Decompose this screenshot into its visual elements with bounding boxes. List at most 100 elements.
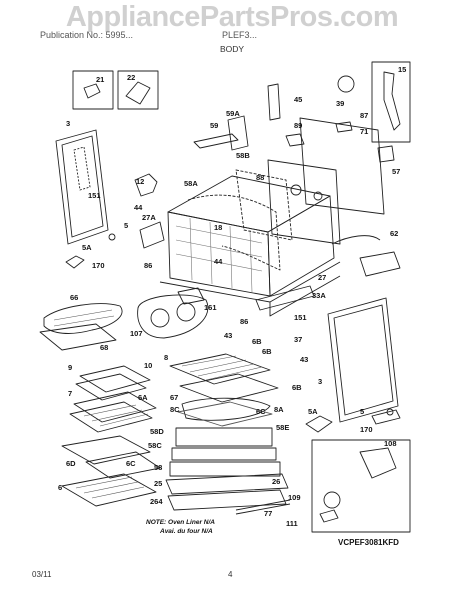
callout-9: 9 <box>68 363 72 372</box>
callout-27a: 27A <box>142 213 156 222</box>
callout-57: 57 <box>392 167 400 176</box>
bake-element-66-coil <box>53 309 115 327</box>
oven-cavity-grid <box>175 217 263 293</box>
callout-151-right: 151 <box>294 313 307 322</box>
callout-109: 109 <box>288 493 301 502</box>
insulation-58a <box>187 194 281 271</box>
bracket-111 <box>319 509 339 523</box>
callout-43-a: 43 <box>224 331 232 340</box>
rail-33a <box>255 285 315 311</box>
motor-box-108 <box>311 439 411 533</box>
callout-8c: 8C <box>170 405 180 414</box>
callout-68: 68 <box>100 343 108 352</box>
callout-44-b: 44 <box>214 257 223 266</box>
back-panel-hole-2 <box>313 191 323 201</box>
callout-88: 88 <box>256 173 264 182</box>
callout-77: 77 <box>264 509 272 518</box>
bracket-89 <box>285 133 305 147</box>
callout-12: 12 <box>136 177 144 186</box>
callout-3-left: 3 <box>66 119 70 128</box>
callout-37: 37 <box>294 335 302 344</box>
sensor-39 <box>337 75 355 93</box>
duct-59 <box>193 133 239 149</box>
callout-45: 45 <box>294 95 302 104</box>
back-panel-hole-1 <box>290 184 302 196</box>
drawer-glide-77 <box>235 499 291 515</box>
callout-33a: 33A <box>312 291 326 300</box>
callout-58b: 58B <box>236 151 250 160</box>
rack-6 <box>61 473 157 507</box>
insulation-151-left <box>73 146 91 191</box>
callout-8: 8 <box>164 353 168 362</box>
convection-cover-107 <box>137 294 209 339</box>
oven-liner-note-line2: Avai. du four N/A <box>159 528 213 535</box>
callout-107: 107 <box>130 329 143 338</box>
callout-7: 7 <box>68 389 72 398</box>
callout-5a-left: 5A <box>82 243 92 252</box>
callout-26: 26 <box>272 477 280 486</box>
bracket-87 <box>335 121 353 133</box>
callout-6b-b: 6B <box>262 347 272 356</box>
broil-pan-10 <box>79 365 151 393</box>
callout-22: 22 <box>127 73 135 82</box>
part-22-bracket <box>125 81 151 105</box>
callout-6a: 6A <box>138 393 148 402</box>
back-panel-88 <box>267 159 341 245</box>
callout-58e: 58E <box>276 423 289 432</box>
side-panel-right-inner <box>333 304 394 416</box>
bracket-170-right <box>371 409 401 425</box>
callout-89: 89 <box>294 121 302 130</box>
rack-7 <box>73 391 157 423</box>
drawer-58c <box>171 447 277 461</box>
rack-8 <box>169 353 271 385</box>
bake-element-66 <box>43 303 123 334</box>
side-panel-right <box>327 297 399 423</box>
part-21-box <box>72 70 114 110</box>
oven-body-side <box>267 195 335 297</box>
element-67 <box>181 397 271 421</box>
callout-67: 67 <box>170 393 178 402</box>
fan-motor-161 <box>177 287 205 305</box>
duct-59a <box>227 115 249 151</box>
bracket-45 <box>267 83 281 121</box>
side-panel-left <box>55 129 109 245</box>
section-title: BODY <box>220 44 245 54</box>
part-21-bracket <box>83 83 101 99</box>
callout-86-a: 86 <box>144 261 152 270</box>
callout-71: 71 <box>360 127 368 136</box>
fan-107-right <box>176 302 196 322</box>
bracket-27a <box>139 221 165 249</box>
callout-161: 161 <box>204 303 217 312</box>
terminal-block-62 <box>359 251 401 277</box>
header-publication: Publication No.: 5995... <box>40 30 134 40</box>
drawer-58 <box>169 461 281 477</box>
callout-111: 111 <box>286 519 298 528</box>
wire-62 <box>331 235 381 245</box>
callout-3-right: 3 <box>318 377 322 386</box>
motor-108 <box>359 447 397 479</box>
fan-blade-109 <box>323 491 341 509</box>
diagram-code: VCPEF3081KFD <box>338 538 399 547</box>
part-22-box <box>117 70 159 110</box>
rack-6d <box>61 435 151 465</box>
callout-6c-a: 6C <box>256 407 266 416</box>
callout-18: 18 <box>214 223 222 232</box>
callout-170-left: 170 <box>92 261 105 270</box>
callout-6b-a: 6B <box>252 337 262 346</box>
fan-107-left <box>150 308 170 328</box>
footer-page-number: 4 <box>228 570 233 579</box>
callout-39: 39 <box>336 99 344 108</box>
footer-date: 03/11 <box>32 570 52 579</box>
callout-62: 62 <box>390 229 398 238</box>
harness-15-box <box>371 61 411 143</box>
oven-liner-note-line1: NOTE: Oven Liner N/A <box>146 519 215 526</box>
callout-108: 108 <box>384 439 397 448</box>
callout-87: 87 <box>360 111 368 120</box>
callout-43-b: 43 <box>300 355 308 364</box>
bake-element-68 <box>39 323 117 351</box>
drawer-25 <box>165 473 289 495</box>
callout-170-right: 170 <box>360 425 373 434</box>
screw-5-left <box>108 233 116 241</box>
rack-6a-wires <box>83 404 149 427</box>
